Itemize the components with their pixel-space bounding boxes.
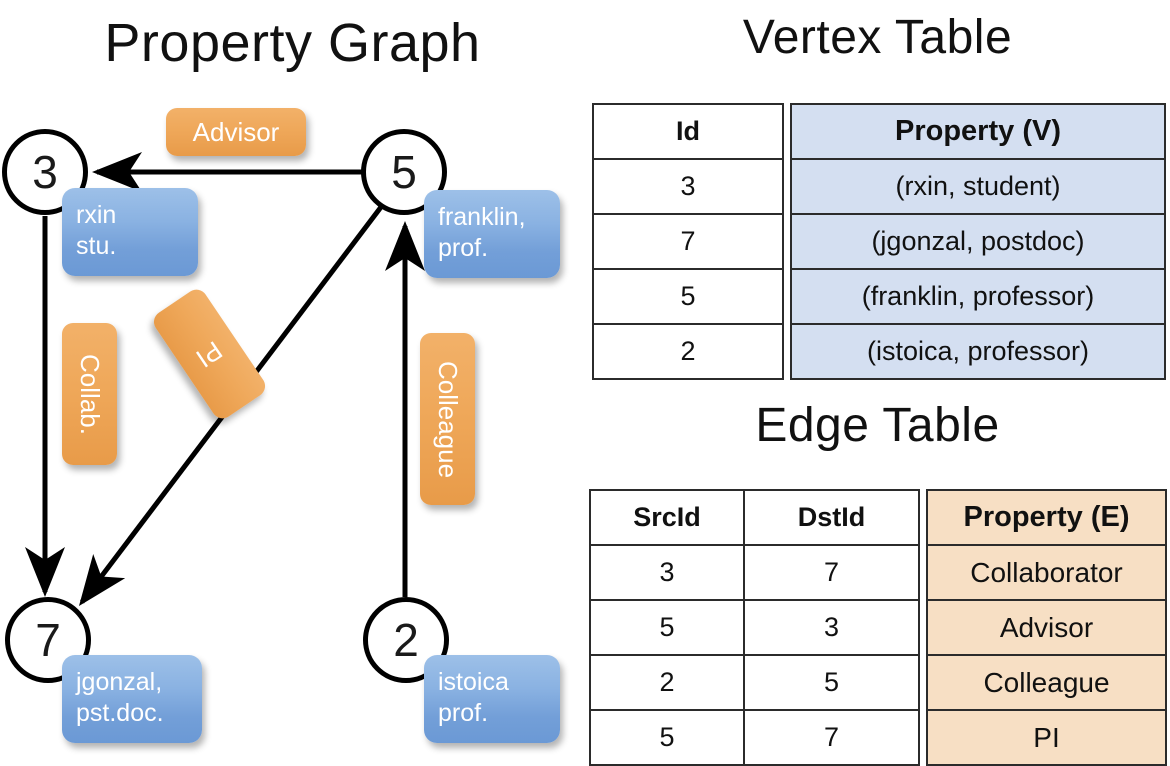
edge-cell-srcid: 2 <box>589 654 745 711</box>
node-property-box-istoica[interactable]: istoica prof. <box>424 655 560 743</box>
edge-table-header-row: SrcId DstId Property (E) <box>589 489 1167 546</box>
edge-table-header-dstid: DstId <box>743 489 920 546</box>
edge-table-gap <box>919 710 927 765</box>
vertex-cell-id: 2 <box>592 323 784 380</box>
edge-cell-srcid: 3 <box>589 544 745 601</box>
node-property-box-franklin[interactable]: franklin, prof. <box>424 190 560 278</box>
vertex-table-gap <box>783 214 791 269</box>
edge-label-advisor: Advisor <box>192 116 280 147</box>
edge-label-box-colleague[interactable]: Colleague <box>420 333 475 505</box>
vertex-table-gap <box>783 269 791 324</box>
graph-node-3-label: 3 <box>32 146 58 198</box>
edge-cell-dstid: 7 <box>743 709 920 766</box>
page-title-property-graph: Property Graph <box>104 13 481 73</box>
edge-table-gap <box>919 600 927 655</box>
vertex-cell-property: (rxin, student) <box>790 158 1166 215</box>
edge-label-collab: Collab. <box>75 353 105 435</box>
node-property-rxin-line2: stu. <box>76 231 117 260</box>
vertex-cell-property: (istoica, professor) <box>790 323 1166 380</box>
page-title-vertex-table: Vertex Table <box>742 11 1013 64</box>
graph-node-7-label: 7 <box>35 614 61 666</box>
edge-cell-property: Collaborator <box>926 544 1167 601</box>
edge-cell-dstid: 5 <box>743 654 920 711</box>
vertex-table-header-id: Id <box>592 103 784 160</box>
node-property-istoica-line1: istoica <box>438 668 509 696</box>
graph-node-5-label: 5 <box>391 146 417 198</box>
edge-cell-srcid: 5 <box>589 709 745 766</box>
node-property-istoica-line2: prof. <box>438 698 489 727</box>
table-row[interactable]: 3 (rxin, student) <box>592 158 1166 215</box>
node-property-jgonzal-line2: pst.doc. <box>76 698 164 727</box>
edge-cell-dstid: 3 <box>743 599 920 656</box>
edge-cell-srcid: 5 <box>589 599 745 656</box>
edge-table-header-srcid: SrcId <box>589 489 745 546</box>
property-graph-diagram: 3 5 7 2 rxin stu. franklin, prof. jgonza… <box>0 0 585 760</box>
vertex-table-gap <box>783 104 791 159</box>
table-row[interactable]: 3 7 Collaborator <box>589 544 1167 601</box>
edge-label-box-collab[interactable]: Collab. <box>62 323 117 465</box>
table-row[interactable]: 5 3 Advisor <box>589 599 1167 656</box>
edge-cell-property: PI <box>926 709 1167 766</box>
table-row[interactable]: 5 (franklin, professor) <box>592 268 1166 325</box>
vertex-cell-property: (franklin, professor) <box>790 268 1166 325</box>
edge-cell-property: Colleague <box>926 654 1167 711</box>
table-row[interactable]: 7 (jgonzal, postdoc) <box>592 213 1166 270</box>
edge-table-gap <box>919 490 927 545</box>
node-property-franklin-line1: franklin, <box>438 203 526 231</box>
vertex-table: Id Property (V) 3 (rxin, student) 7 (jgo… <box>592 103 1166 380</box>
vertex-table-header-property: Property (V) <box>790 103 1166 160</box>
node-property-jgonzal-line1: jgonzal, <box>76 668 163 696</box>
edge-cell-dstid: 7 <box>743 544 920 601</box>
graph-node-5[interactable]: 5 <box>361 129 447 215</box>
table-row[interactable]: 2 (istoica, professor) <box>592 323 1166 380</box>
vertex-table-gap <box>783 159 791 214</box>
edge-table-gap <box>919 655 927 710</box>
graph-node-2[interactable]: 2 <box>363 597 449 683</box>
edge-table: SrcId DstId Property (E) 3 7 Collaborato… <box>589 489 1167 766</box>
node-property-box-jgonzal[interactable]: jgonzal, pst.doc. <box>62 655 202 743</box>
graph-node-2-label: 2 <box>393 614 419 666</box>
table-row[interactable]: 2 5 Colleague <box>589 654 1167 711</box>
vertex-cell-property: (jgonzal, postdoc) <box>790 213 1166 270</box>
edge-table-header-property: Property (E) <box>926 489 1167 546</box>
edge-table-gap <box>919 545 927 600</box>
vertex-table-header-row: Id Property (V) <box>592 103 1166 160</box>
page-title-edge-table: Edge Table <box>755 399 1000 452</box>
vertex-cell-id: 7 <box>592 213 784 270</box>
vertex-cell-id: 3 <box>592 158 784 215</box>
node-property-rxin-line1: rxin <box>76 201 117 229</box>
edge-label-colleague: Colleague <box>433 360 463 478</box>
edge-cell-property: Advisor <box>926 599 1167 656</box>
vertex-table-gap <box>783 324 791 379</box>
node-property-franklin-line2: prof. <box>438 233 489 262</box>
edge-label-pi: PI <box>191 335 229 374</box>
vertex-cell-id: 5 <box>592 268 784 325</box>
table-row[interactable]: 5 7 PI <box>589 709 1167 766</box>
node-property-box-rxin[interactable]: rxin stu. <box>62 188 198 276</box>
edge-label-box-advisor[interactable]: Advisor <box>166 108 306 156</box>
